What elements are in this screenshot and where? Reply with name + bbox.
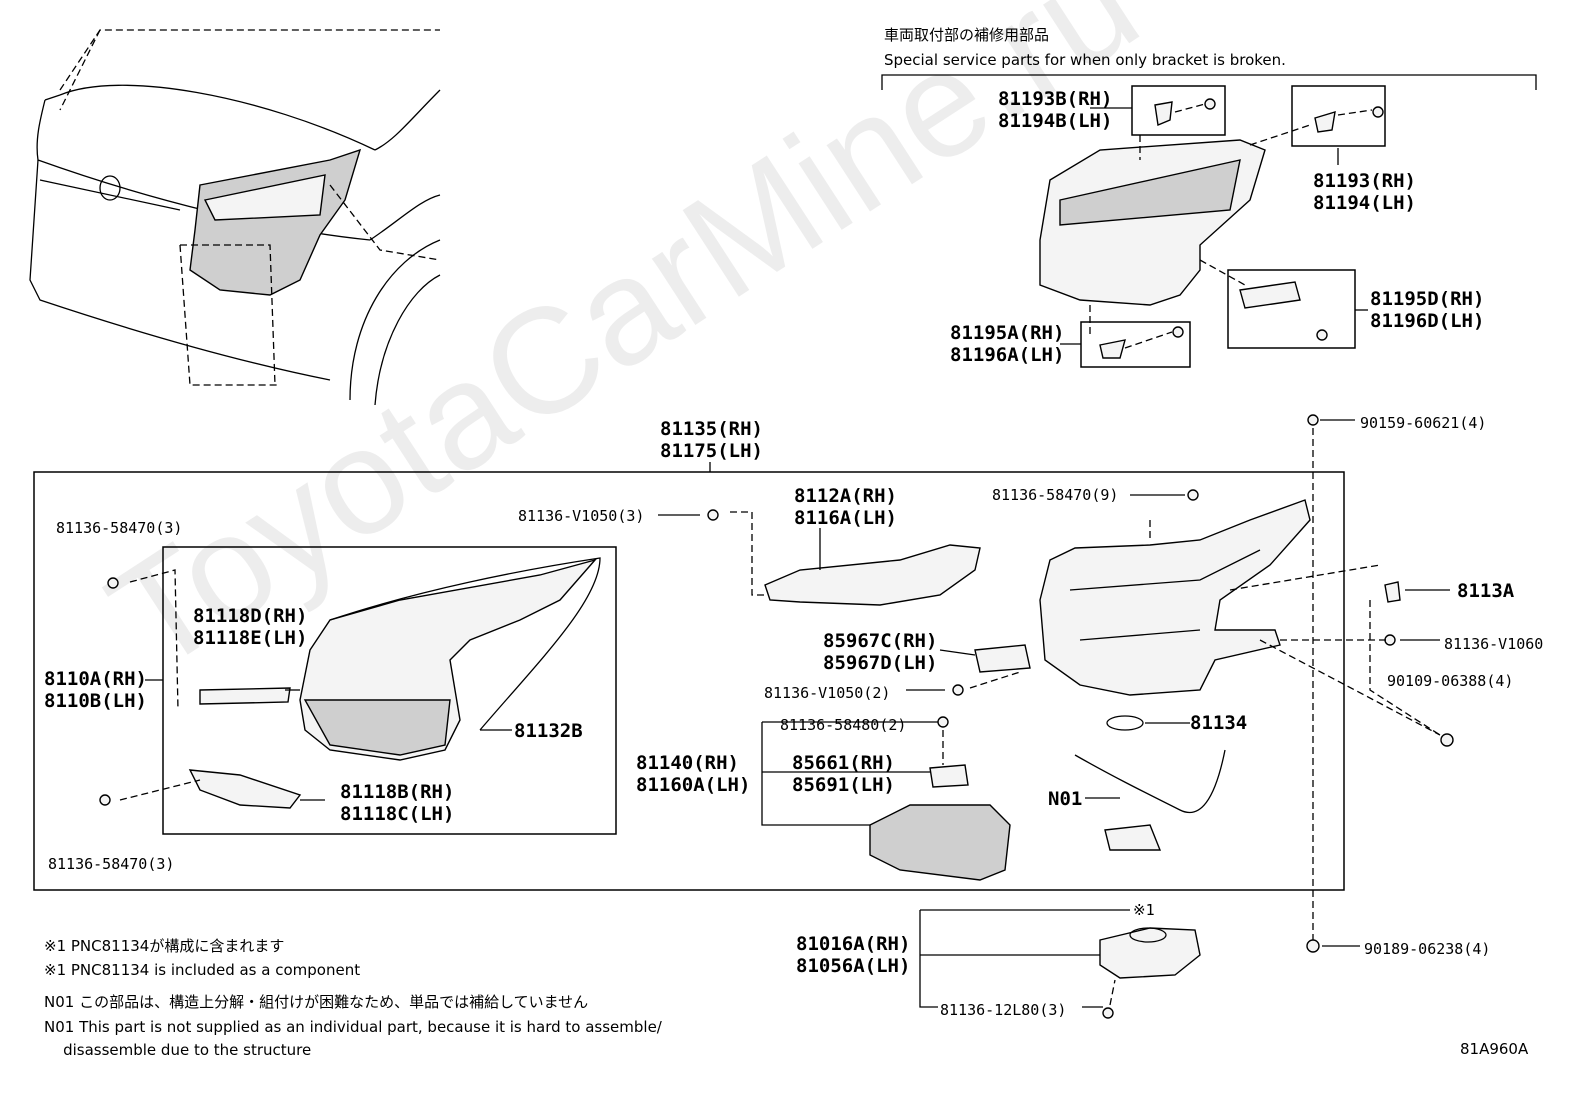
label-8113A: 8113A (1457, 580, 1515, 602)
label-81136-V1060: 81136-V1060 (1444, 635, 1544, 653)
ballast-parts (919, 909, 1201, 1019)
bracket-service-parts (881, 74, 1537, 368)
headlamp-unit (99, 557, 601, 809)
label-81136-58470-3-top: 81136-58470(3) (56, 519, 183, 537)
note-1-jp: ※1 PNC81134が構成に含まれます (44, 937, 285, 955)
label-N01: N01 (1048, 788, 1083, 810)
label-81195D: 81195D(RH) (1370, 288, 1485, 310)
label-81118D: 81118D(RH) (193, 605, 308, 627)
label-8110B: 8110B(LH) (44, 690, 147, 712)
label-81194: 81194(LH) (1313, 192, 1416, 214)
housing-parts (1039, 414, 1454, 953)
label-81136-V1050-3: 81136-V1050(3) (518, 507, 645, 525)
label-85967C: 85967C(RH) (823, 630, 938, 652)
label-81136-V1050-2: 81136-V1050(2) (764, 684, 891, 702)
label-81140: 81140(RH) (636, 752, 739, 774)
label-8112A: 8112A(RH) (794, 485, 897, 507)
label-81196D: 81196D(LH) (1370, 310, 1485, 332)
label-85661: 85661(RH) (792, 752, 895, 774)
label-mark-x1: ※1 (1133, 901, 1155, 919)
note-1-en: ※1 PNC81134 is included as a component (44, 961, 361, 979)
label-90189-06238: 90189-06238(4) (1364, 940, 1491, 958)
label-81132B: 81132B (514, 720, 583, 742)
header-en: Special service parts for when only brac… (884, 51, 1286, 69)
label-81016A: 81016A(RH) (796, 933, 911, 955)
label-81193B: 81193B(RH) (998, 88, 1113, 110)
note-2-en-cont: disassemble due to the structure (44, 1041, 312, 1059)
note-2-jp: N01 この部品は、構造上分解・組付けが困難なため、単品では補給していません (44, 993, 589, 1011)
label-81118C: 81118C(LH) (340, 803, 455, 825)
label-81056A: 81056A(LH) (796, 955, 911, 977)
label-81196A: 81196A(LH) (950, 344, 1065, 366)
label-85691: 85691(LH) (792, 774, 895, 796)
label-90159-60621: 90159-60621(4) (1360, 414, 1487, 432)
label-81135: 81135(RH) (660, 418, 763, 440)
label-81134: 81134 (1190, 712, 1248, 734)
label-81118E: 81118E(LH) (193, 627, 308, 649)
label-81175: 81175(LH) (660, 440, 763, 462)
diagram-code: 81A960A (1460, 1040, 1529, 1058)
label-8116A: 8116A(LH) (794, 507, 897, 529)
label-81195A: 81195A(RH) (950, 322, 1065, 344)
label-81136-12L80: 81136-12L80(3) (940, 1001, 1067, 1019)
header-jp: 車両取付部の補修用部品 (884, 26, 1050, 44)
assembly-frame (33, 462, 1345, 891)
label-81136-58480: 81136-58480(2) (780, 716, 907, 734)
label-81136-58470-3-bottom: 81136-58470(3) (48, 855, 175, 873)
label-81193: 81193(RH) (1313, 170, 1416, 192)
vehicle-front-view (29, 29, 441, 406)
label-81160A: 81160A(LH) (636, 774, 751, 796)
label-85967D: 85967D(LH) (823, 652, 938, 674)
label-8110A: 8110A(RH) (44, 668, 147, 690)
center-parts (658, 509, 1031, 881)
label-81136-58470-9: 81136-58470(9) (992, 486, 1119, 504)
label-81194B: 81194B(LH) (998, 110, 1113, 132)
note-2-en: N01 This part is not supplied as an indi… (44, 1018, 662, 1036)
label-90109-06388: 90109-06388(4) (1387, 672, 1514, 690)
label-81118B: 81118B(RH) (340, 781, 455, 803)
